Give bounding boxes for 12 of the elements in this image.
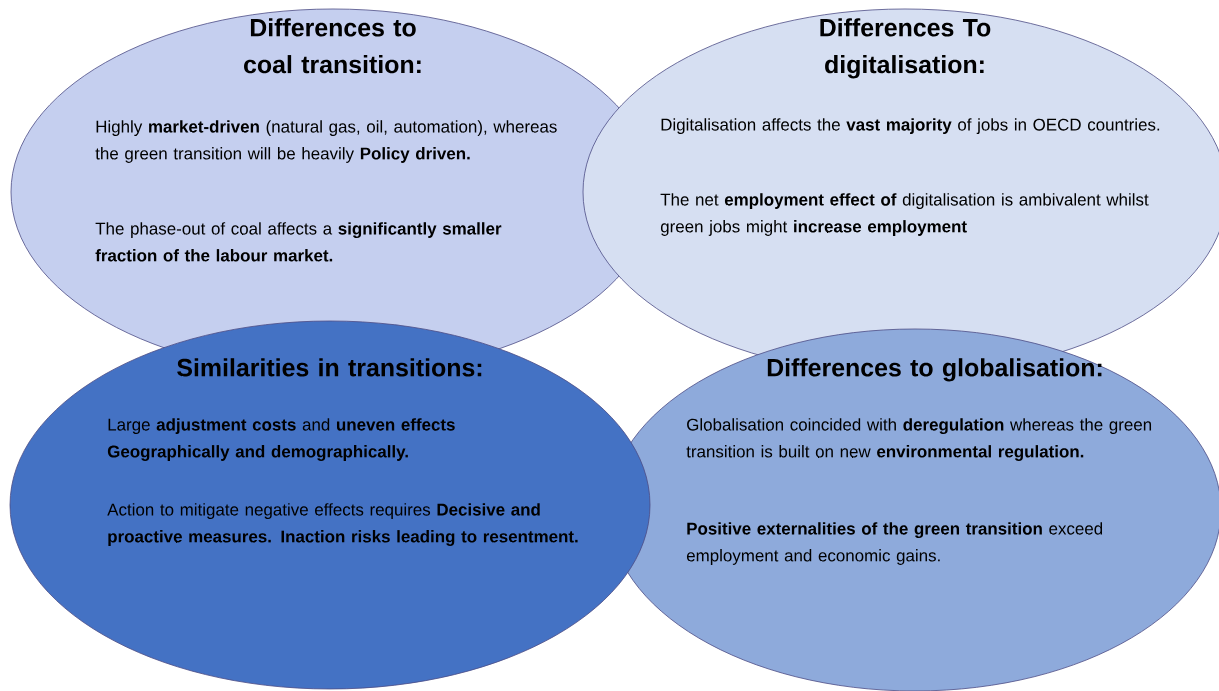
heading: Differences to coal transition: (244, 18, 421, 74)
paragraph: Positive externalities of the green transition exceed employment and economic gains. (686, 522, 1103, 565)
paragraph: Highly market-driven (natural gas, oil, automation), whereas the green transition will be heavily Policy driven. (95, 120, 557, 163)
paragraph: The phase-out of coal affects a significantly smaller fraction of the labour market. (95, 222, 502, 262)
heading: Differences To digitalisation: (820, 18, 991, 79)
paragraph: Digitalisation affects the vast majority of jobs in OECD countries. (661, 118, 1160, 134)
paragraph: Globalisation coincided with deregulation whereas the green transition is built on new environmental regulation. (686, 418, 1152, 461)
paragraph: Action to mitigate negative effects requires Decisive and proactive measures. Inaction risks leading to resentment. (107, 503, 578, 546)
paragraph: Large adjustment costs and uneven effects Geographically and demographically. (107, 418, 455, 461)
heading: Similarities in transitions: (177, 358, 482, 377)
heading: Differences to globalisation: (767, 358, 1102, 382)
paragraph: The net employment effect of digitalisation is ambivalent whilst green jobs might increase employment (660, 193, 1149, 236)
